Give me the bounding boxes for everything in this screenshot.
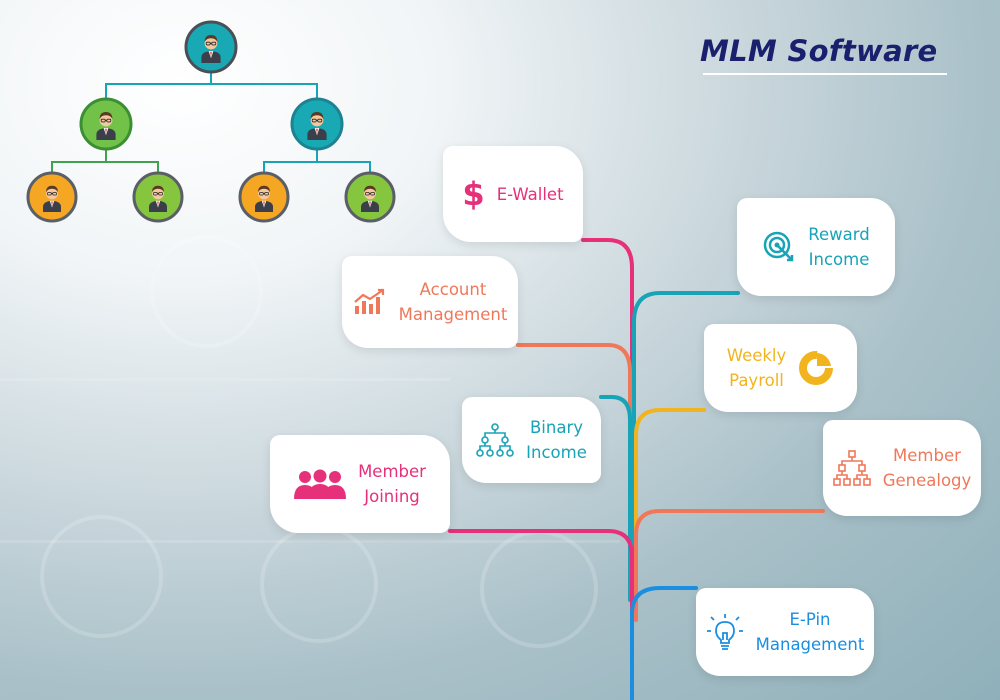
branch-reward-income [632, 291, 740, 547]
avatar-level3-4 [344, 171, 396, 223]
dollar-icon: $ [462, 174, 485, 213]
lightbulb-icon [706, 613, 744, 651]
card-label: Binary Income [526, 418, 587, 462]
background-circle [150, 235, 263, 348]
card-label: E-Wallet [496, 184, 564, 204]
branch-e-wallet [581, 238, 634, 562]
pie-chart-icon [798, 350, 834, 386]
background-circle [40, 515, 163, 638]
target-icon [762, 230, 796, 264]
card-label: Member Genealogy [882, 446, 972, 490]
avatar-level2-right [290, 97, 344, 151]
card-account-management: Account Management [342, 256, 518, 348]
card-binary-income: Binary Income [462, 397, 601, 483]
avatar-root [184, 20, 238, 74]
card-e-wallet: $ E-Wallet [443, 146, 583, 242]
avatar-level2-left [79, 97, 133, 151]
card-label: Weekly Payroll [726, 346, 787, 390]
card-weekly-payroll: Weekly Payroll [704, 324, 857, 412]
page-title: MLM Software [700, 34, 938, 68]
background-connector [0, 378, 450, 381]
card-label: Reward Income [808, 225, 870, 269]
card-label: Account Management [398, 280, 508, 324]
bar-chart-icon [353, 288, 387, 316]
card-e-pin-management: E-Pin Management [696, 588, 874, 676]
branch-account-management [516, 343, 632, 557]
people-group-icon [294, 469, 347, 499]
avatar-level3-3 [238, 171, 290, 223]
org-chart [26, 20, 396, 223]
branch-weekly-payroll [634, 408, 706, 602]
avatar-level3-2 [132, 171, 184, 223]
card-label: E-Pin Management [755, 610, 865, 654]
card-member-genealogy: Member Genealogy [823, 420, 981, 516]
card-reward-income: Reward Income [737, 198, 895, 296]
background-connector [0, 540, 620, 543]
genealogy-tree-icon [832, 450, 871, 486]
title-underline [703, 73, 947, 75]
card-label: Member Joining [358, 462, 426, 506]
branch-binary-income [599, 395, 632, 602]
branch-e-pin [630, 586, 698, 700]
avatar-level3-1 [26, 171, 78, 223]
card-member-joining: Member Joining [270, 435, 450, 533]
binary-tree-icon [476, 423, 514, 457]
branch-member-joining [448, 529, 634, 642]
branch-member-genealogy [634, 509, 825, 622]
